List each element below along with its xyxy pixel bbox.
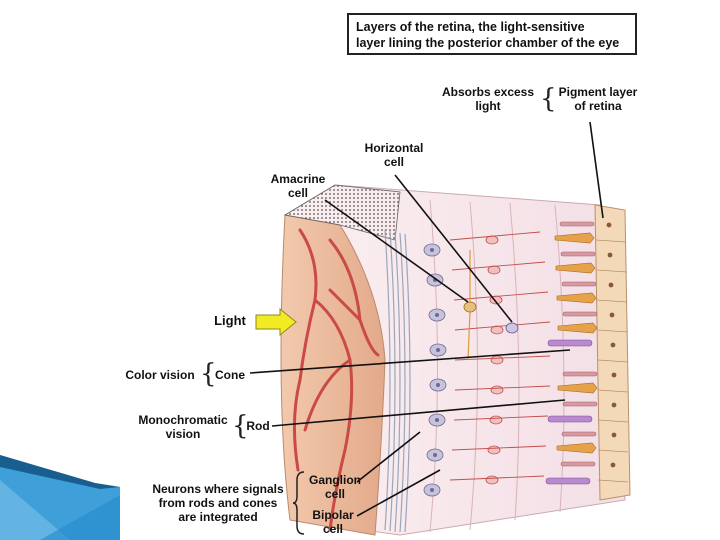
amacrine-cell [505,322,519,334]
brace-icon [292,471,305,535]
horizontal-cell-label: Horizontal cell [364,141,424,169]
ganglion-cell-label: Ganglion cell [309,473,361,501]
connecting-fibers [449,231,551,481]
brace-icon: { [232,411,249,441]
photoreceptor-rods [559,221,598,467]
amacrine-cell-label: Amacrine cell [270,172,326,200]
rod-label: Rod [246,419,270,433]
leader-lines [249,121,604,517]
blood-vessels [292,228,380,532]
light-label: Light [214,313,246,328]
purple-receptors [545,339,593,485]
brace-icon: { [200,359,217,389]
neurons-label: Neurons where signals from rods and cone… [152,482,284,524]
diagram-title: Layers of the retina, the light-sensitiv… [347,13,637,55]
absorbs-excess-light-label: Absorbs excess light [441,85,535,113]
slide-corner-decoration [0,455,120,540]
pigment-layer [594,204,631,501]
nerve-fiber-layer [384,229,411,533]
light-arrow [255,307,297,337]
color-vision-label: Color vision [125,368,195,382]
photoreceptor-cones [554,232,598,454]
bipolar-cell-label: Bipolar cell [312,508,354,536]
monochromatic-vision-label: Monochromatic vision [138,413,228,441]
pigment-layer-label: Pigment layer of retina [558,85,638,113]
cone-label: Cone [215,368,245,382]
horizontal-cell [463,250,477,361]
brace-icon: { [540,84,557,114]
